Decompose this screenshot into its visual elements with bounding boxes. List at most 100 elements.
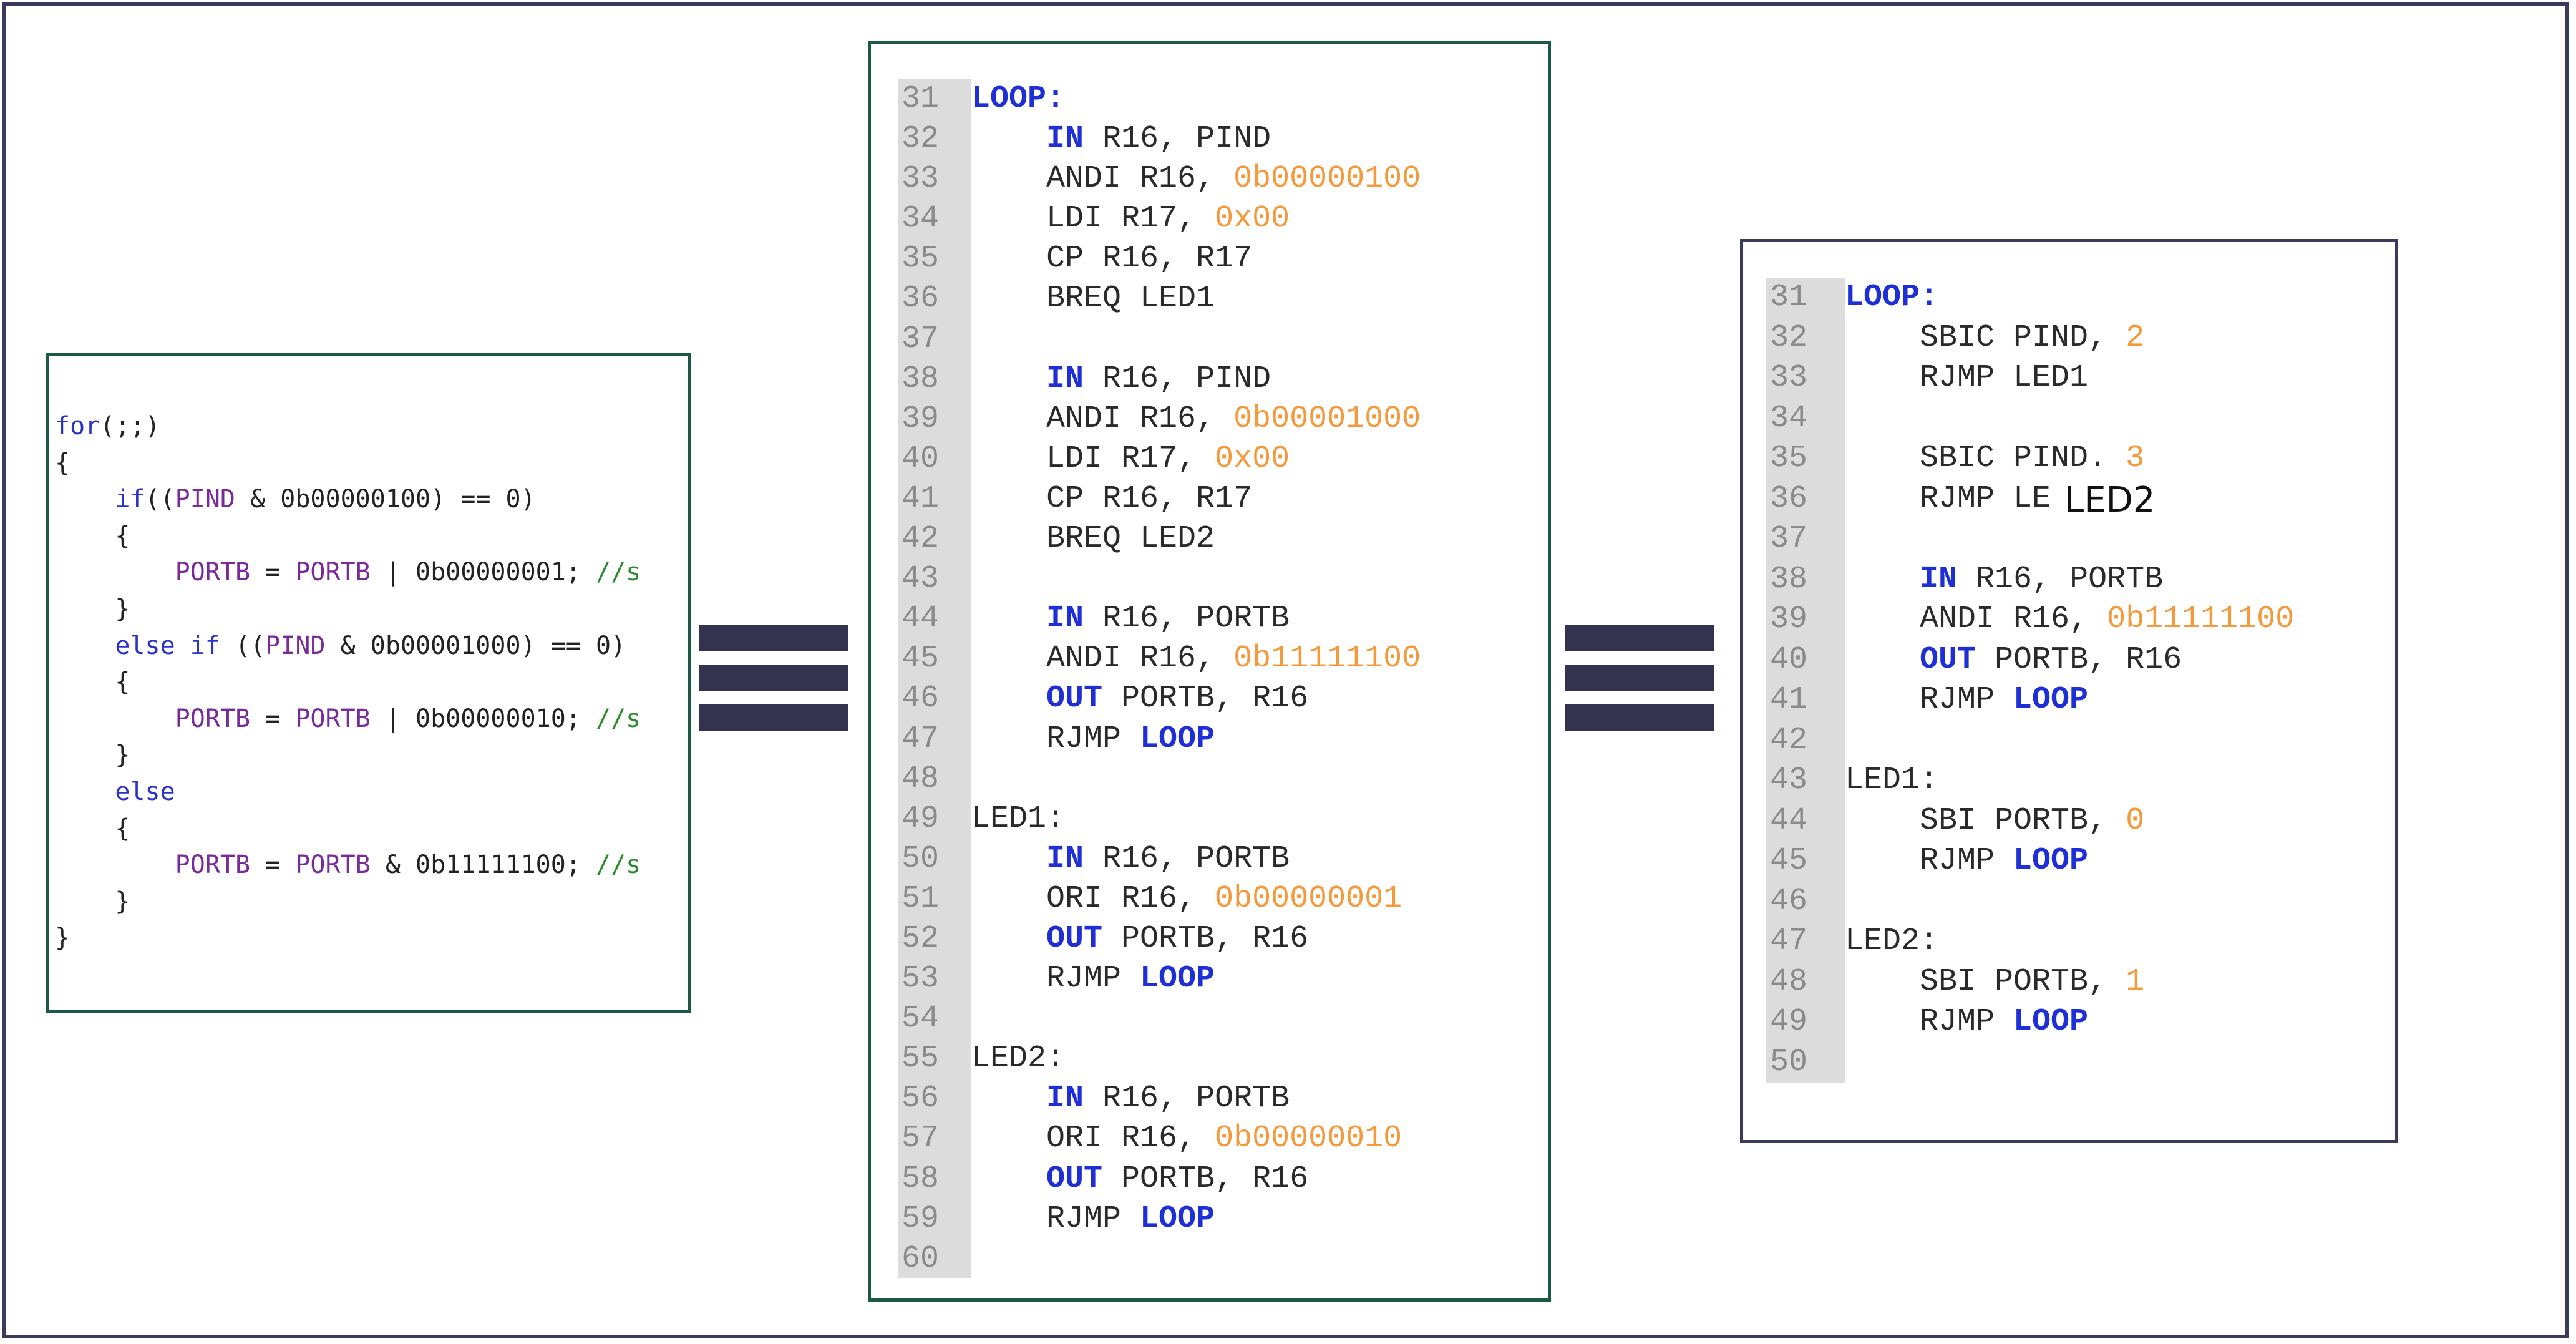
code-line: PORTB = PORTB | 0b00000001; //s [55,554,686,591]
line-number: 48 [902,761,940,797]
asm-token: OUT [1046,1161,1103,1197]
asm-token: SBIC PIND, [1845,319,2126,356]
asm-token: RJMP [1845,843,2014,879]
code-token [55,777,115,806]
code-token: | 0b00000010; [370,704,596,733]
asm-token: 1 [2126,963,2145,1000]
line-number: 35 [902,241,940,277]
asm-line: 34 [1766,399,2294,439]
code-token: if [115,485,145,514]
code-token [55,631,115,660]
asm-line: 43 [898,559,1421,599]
asm-token: 0b00001000 [1233,401,1421,437]
line-number: 38 [1770,561,1808,597]
asm-line: 44 SBI PORTB, 0 [1766,801,2294,842]
asm-token: 0b00000001 [1215,880,1402,917]
asm-line: 45 ANDI R16, 0b11111100 [898,639,1421,679]
equals-sign-icon [1565,625,1714,732]
asm-line: 54 [898,999,1421,1039]
line-number: 50 [1770,1044,1808,1080]
asm-line: 32 SBIC PIND, 2 [1766,318,2294,359]
line-number-gutter [898,79,971,1278]
asm-token: RJMP LE [1845,480,2051,517]
line-number: 54 [902,1001,940,1037]
asm-token: IN [1046,1081,1084,1117]
asm-token: R16, PORTB [1084,1081,1290,1117]
asm-token: LED2: [971,1041,1066,1077]
asm-line: 38 IN R16, PIND [898,359,1421,399]
code-token: else if [115,631,220,660]
asm-token: PORTB, R16 [1976,641,2182,678]
code-token: (( [145,485,175,514]
asm-token: ANDI R16, [971,401,1234,437]
asm-token: SBI PORTB, [1845,963,2126,1000]
line-number: 46 [902,681,940,717]
code-token: { [55,448,70,477]
asm-token: LOOP: [971,81,1066,117]
asm-token: BREQ LED1 [971,281,1215,317]
code-token: //s [595,850,641,880]
asm-line: 60 [898,1239,1421,1279]
code-line: if((PIND & 0b00000100) == 0) [55,481,686,518]
asm-token: OUT [1920,641,1976,678]
asm-token [971,601,1046,636]
line-number: 41 [1770,682,1808,718]
asm-token: LED1: [971,801,1066,837]
asm-line: 33 ANDI R16, 0b00000100 [898,159,1421,199]
c-code-listing: for(;;){ if((PIND & 0b00000100) == 0) { … [55,408,686,957]
asm-token: 0b11111100 [2107,601,2295,637]
asm-token: RJMP [971,961,1140,997]
code-token: else [115,777,175,806]
asm-line: 32 IN R16, PIND [898,119,1421,159]
asm-token: 0x00 [1215,201,1290,237]
line-number: 42 [902,521,940,557]
asm-token: 0 [2126,802,2145,839]
asm-token: IN [1920,561,1958,597]
asm-token: R16, PIND [1084,361,1271,397]
code-line: { [55,445,686,482]
asm-line: 58 OUT PORTB, R16 [898,1159,1421,1199]
code-line: PORTB = PORTB | 0b00000010; //s [55,701,686,738]
code-token: PORTB [295,850,371,880]
code-line: PORTB = PORTB & 0b11111100; //s [55,847,686,884]
asm-token: SBIC PIND. [1845,441,2126,476]
asm-line: 38 IN R16, PORTB [1766,560,2294,600]
line-number: 42 [1770,722,1808,758]
asm-token: R16, PORTB [1084,840,1290,877]
asm-line: 37 [1766,519,2294,560]
code-token: } [55,741,130,770]
line-number: 43 [902,561,940,597]
asm-line: 39 ANDI R16, 0b11111100 [1766,600,2294,640]
line-number: 36 [902,281,940,317]
code-line: else [55,774,686,811]
line-number: 33 [1770,360,1808,396]
line-number: 44 [902,601,940,637]
asm-token: SBI PORTB, [1845,802,2126,839]
asm-token: OUT [1046,920,1103,957]
line-number: 47 [902,721,940,757]
code-line: { [55,811,686,847]
asm-token: 0b00000010 [1215,1121,1402,1157]
asm-line: 39 ANDI R16, 0b00001000 [898,399,1421,439]
equals-bar [699,625,848,651]
asm-line: 48 [898,759,1421,799]
line-number: 43 [1770,762,1808,798]
equals-bar [1565,704,1714,731]
asm-line: 50 IN R16, PORTB [898,839,1421,879]
asm-token: RJMP LED1 [1845,360,2089,396]
line-number: 44 [1770,802,1808,839]
asm-token: 0x00 [1215,441,1290,477]
code-token: = [250,704,296,733]
code-token: //s [595,558,641,587]
line-number: 36 [1770,480,1808,517]
code-token: PORTB [175,850,251,880]
code-token: PIND [175,485,235,514]
overlay-label: LED2 [2062,479,2158,522]
code-line: } [55,591,686,628]
